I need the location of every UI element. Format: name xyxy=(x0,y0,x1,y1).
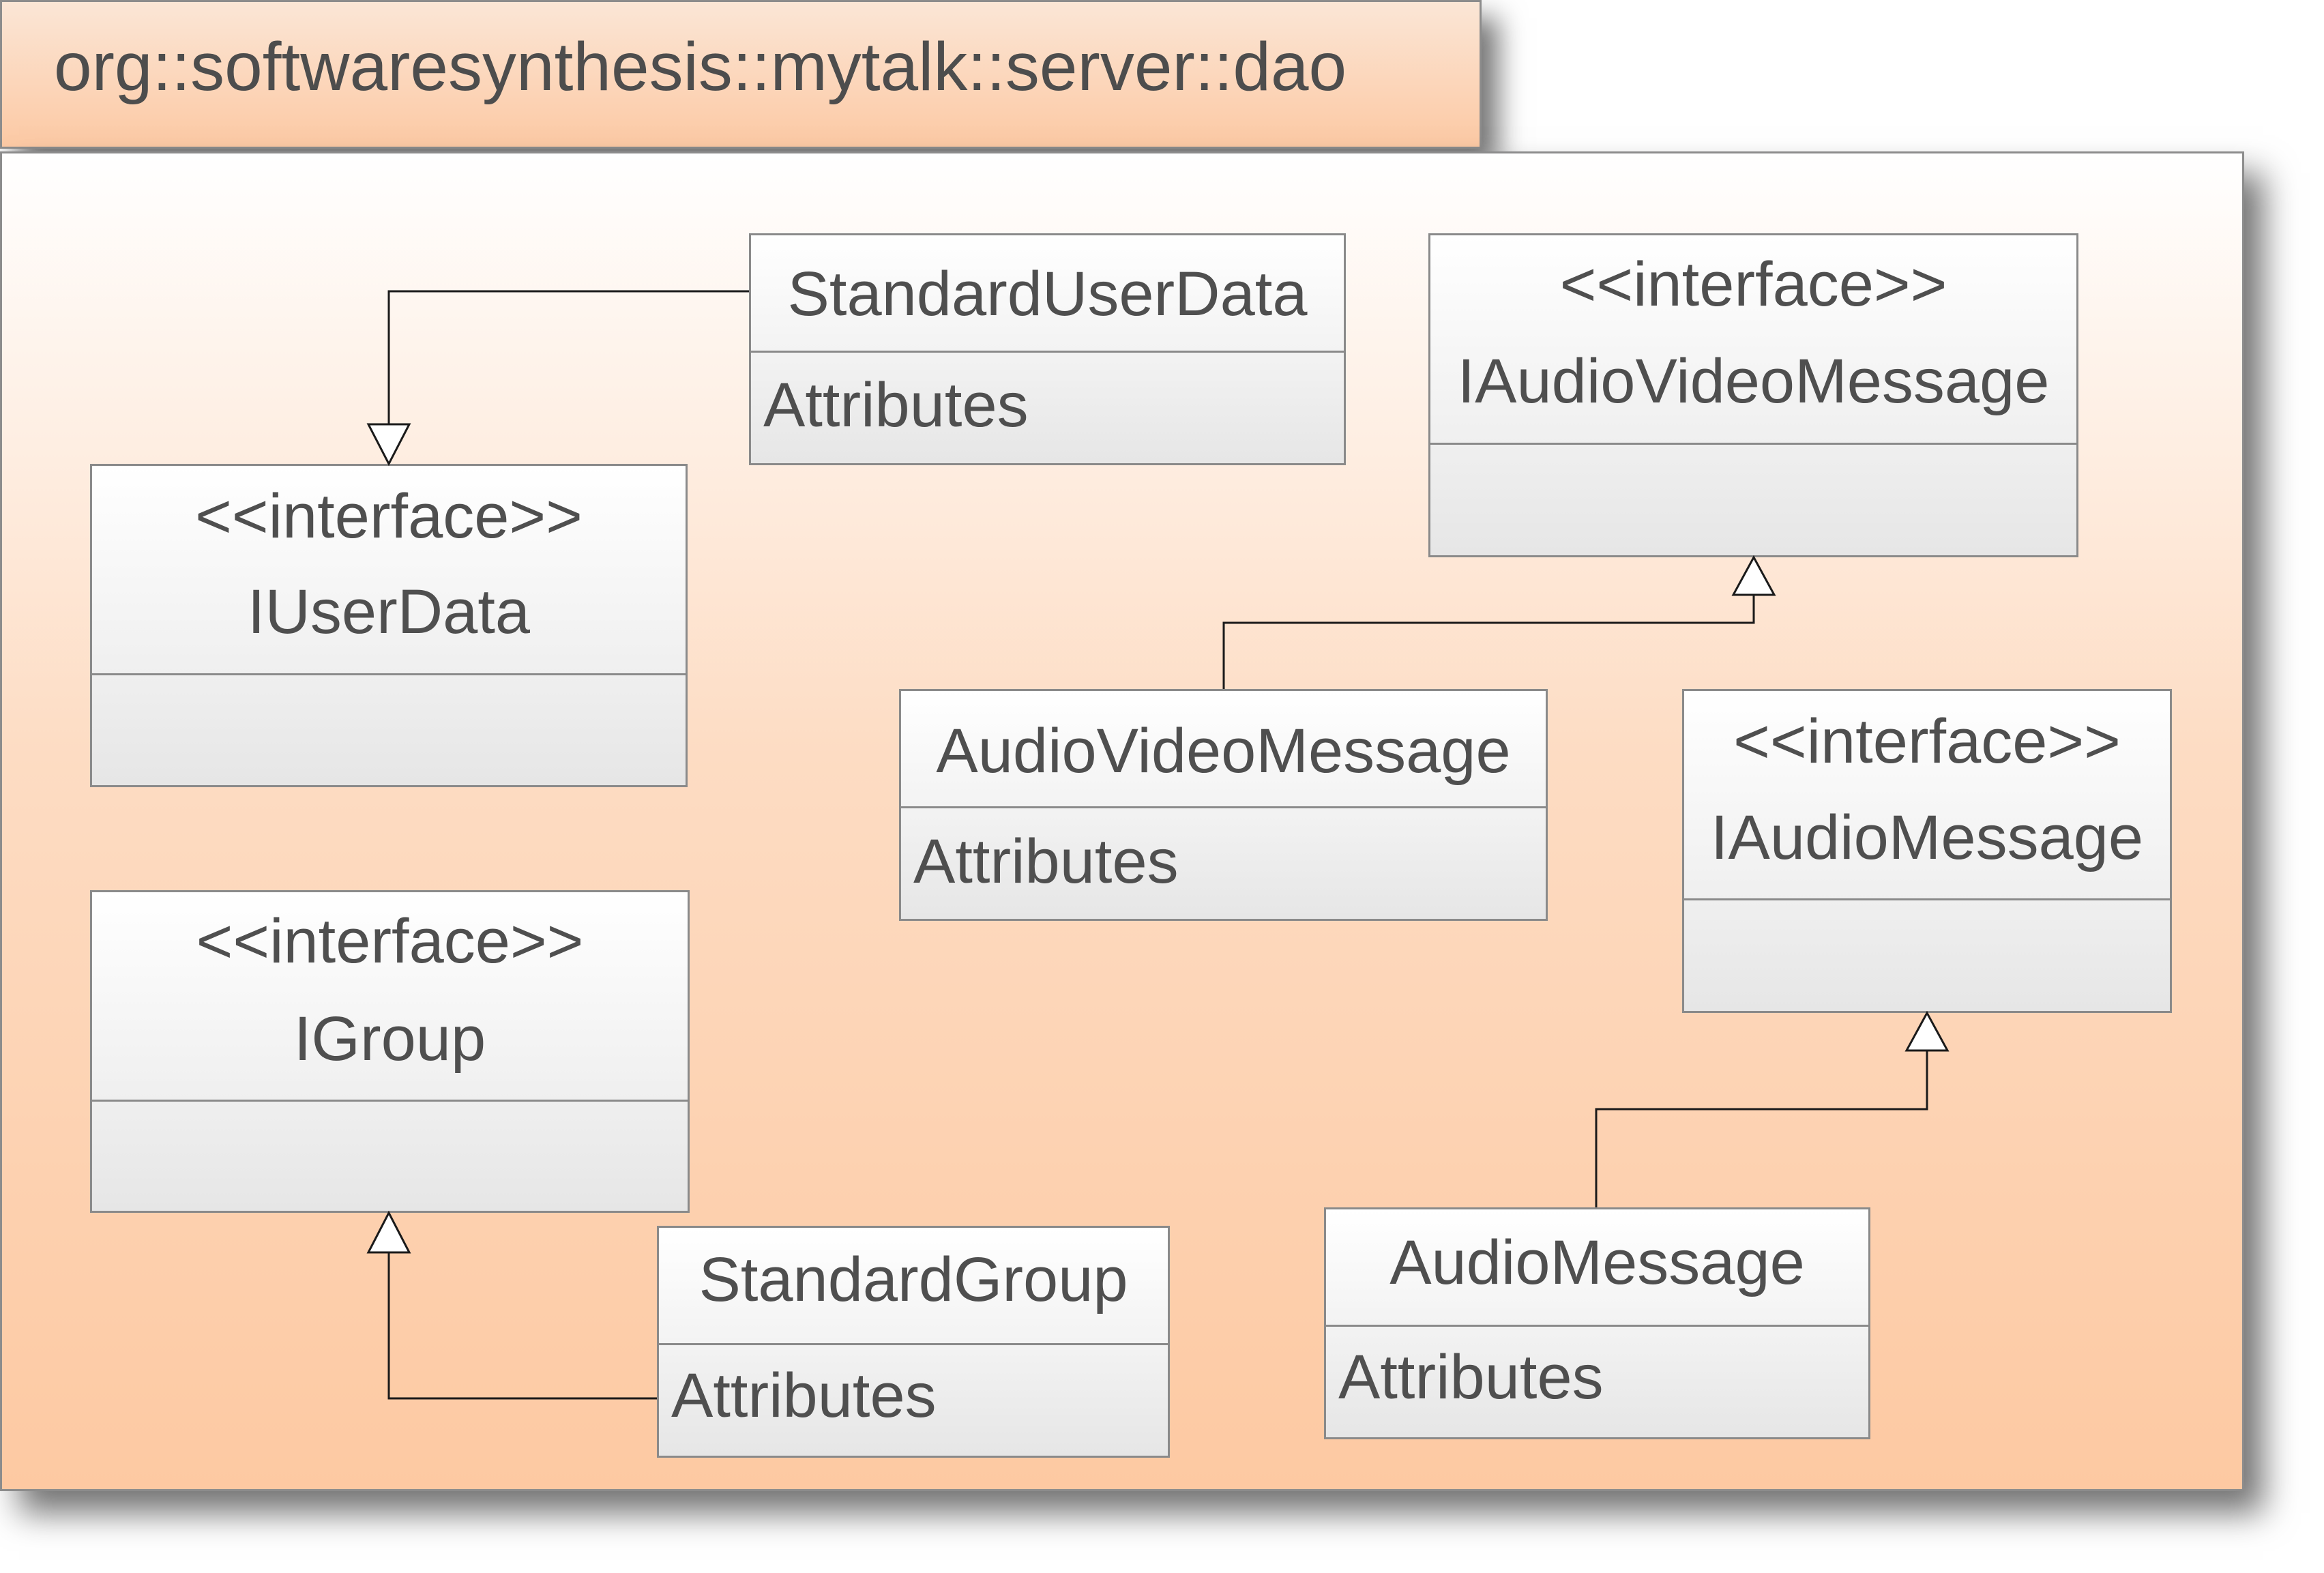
realization-arrowhead xyxy=(1731,555,1776,596)
interface-name-compartment: <<interface>> IUserData xyxy=(92,466,686,675)
package-tab: org::softwaresynthesis::mytalk::server::… xyxy=(0,0,1482,149)
interface-name: IAudioVideoMessage xyxy=(1457,347,2050,416)
attributes-compartment: Attributes xyxy=(1338,1342,1604,1412)
realization-audio-message-to-iaudio-message xyxy=(1595,1050,1928,1207)
realization-arrowhead xyxy=(366,423,411,467)
attributes-compartment: Attributes xyxy=(671,1361,937,1430)
package-name: org::softwaresynthesis::mytalk::server::… xyxy=(54,29,1347,105)
interface-name-compartment: <<interface>> IGroup xyxy=(92,892,688,1102)
interface-iuser-data[interactable]: <<interface>> IUserData xyxy=(90,464,688,787)
class-standard-group[interactable]: StandardGroup Attributes xyxy=(657,1226,1170,1458)
class-name: StandardUserData xyxy=(787,259,1308,329)
class-name: AudioVideoMessage xyxy=(936,716,1511,786)
stereotype-label: <<interface>> xyxy=(195,482,583,551)
interface-name: IAudioMessage xyxy=(1710,803,2144,872)
stereotype-label: <<interface>> xyxy=(1559,250,1947,319)
interface-name: IGroup xyxy=(293,1004,486,1074)
interface-name-compartment: <<interface>> IAudioMessage xyxy=(1684,691,2170,900)
class-standard-user-data[interactable]: StandardUserData Attributes xyxy=(749,233,1346,465)
class-name: StandardGroup xyxy=(698,1245,1128,1314)
class-name-compartment: StandardUserData xyxy=(751,235,1344,353)
interface-iaudio-video-message[interactable]: <<interface>> IAudioVideoMessage xyxy=(1428,233,2078,557)
stereotype-label: <<interface>> xyxy=(1733,707,2121,776)
interface-iaudio-message[interactable]: <<interface>> IAudioMessage xyxy=(1682,689,2172,1013)
realization-arrowhead xyxy=(1904,1010,1950,1052)
attributes-compartment: Attributes xyxy=(913,827,1179,896)
stereotype-label: <<interface>> xyxy=(196,907,584,976)
class-name: AudioMessage xyxy=(1389,1228,1805,1297)
interface-name-compartment: <<interface>> IAudioVideoMessage xyxy=(1430,235,2076,445)
attributes-compartment: Attributes xyxy=(763,370,1029,440)
class-name-compartment: AudioMessage xyxy=(1326,1209,1868,1327)
class-name-compartment: StandardGroup xyxy=(659,1228,1168,1345)
interface-name: IUserData xyxy=(247,577,531,647)
class-audio-video-message[interactable]: AudioVideoMessage Attributes xyxy=(899,689,1548,921)
realization-audio-video-message-to-iaudio-video-message xyxy=(1222,595,1755,689)
realization-standard-user-data-to-iuser-data xyxy=(387,290,749,424)
interface-igroup[interactable]: <<interface>> IGroup xyxy=(90,890,690,1213)
realization-standard-group-to-igroup xyxy=(387,1252,657,1400)
class-name-compartment: AudioVideoMessage xyxy=(901,691,1546,808)
class-audio-message[interactable]: AudioMessage Attributes xyxy=(1324,1207,1870,1439)
realization-arrowhead xyxy=(366,1210,411,1254)
